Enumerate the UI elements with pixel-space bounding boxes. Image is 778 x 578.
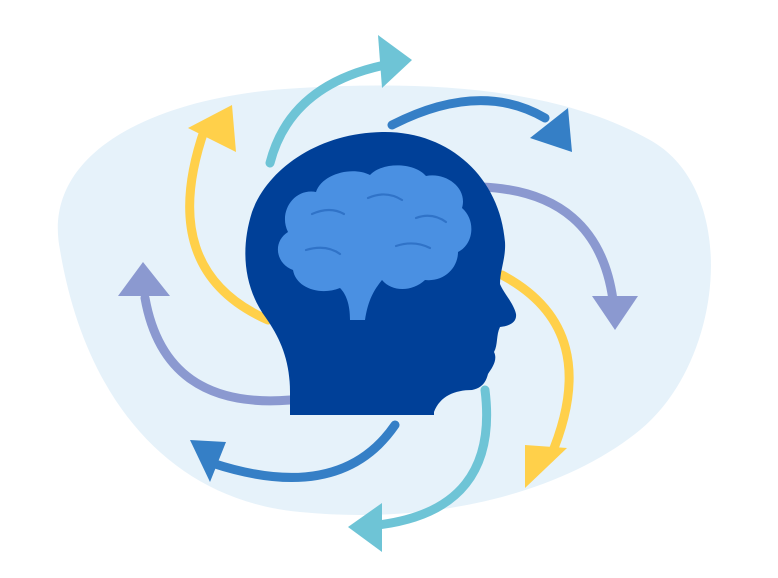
arrow-head-icon (188, 105, 236, 152)
curved-arrow-icon (207, 420, 400, 482)
arrow-head-icon (378, 35, 412, 88)
curved-arrow-icon (373, 385, 492, 530)
arrow-top-teal (265, 35, 412, 168)
arrows (118, 35, 638, 552)
brain-fold-line (366, 193, 404, 202)
arrow-head-icon (530, 108, 572, 152)
brain-fold-line (394, 242, 432, 250)
curved-arrow-icon (185, 123, 273, 325)
arrow-bottom-teal (348, 385, 492, 552)
brain-fold-line (414, 214, 448, 224)
arrow-bottom-left-blue (190, 420, 400, 482)
arrow-left-lavender (118, 262, 295, 406)
arrow-head-icon (525, 445, 567, 488)
curved-arrow-icon (140, 293, 295, 406)
brain-fold-line (304, 246, 342, 256)
arrow-top-left-yellow (185, 105, 273, 325)
arrow-right-lavender (477, 182, 638, 330)
curved-arrow-icon (477, 182, 618, 305)
brain-icon (277, 165, 472, 320)
brain-folds (304, 193, 448, 256)
brain-fold-line (310, 208, 346, 216)
arrow-bottom-right-yellow (497, 270, 574, 488)
arrow-head-icon (348, 503, 382, 552)
arrow-top-right-blue (387, 96, 572, 152)
curved-arrow-icon (265, 60, 390, 168)
curved-arrow-icon (497, 270, 574, 463)
arrow-head-icon (592, 296, 638, 330)
arrow-head-icon (118, 262, 170, 296)
curved-arrow-icon (387, 96, 550, 130)
arrow-head-icon (190, 440, 226, 482)
